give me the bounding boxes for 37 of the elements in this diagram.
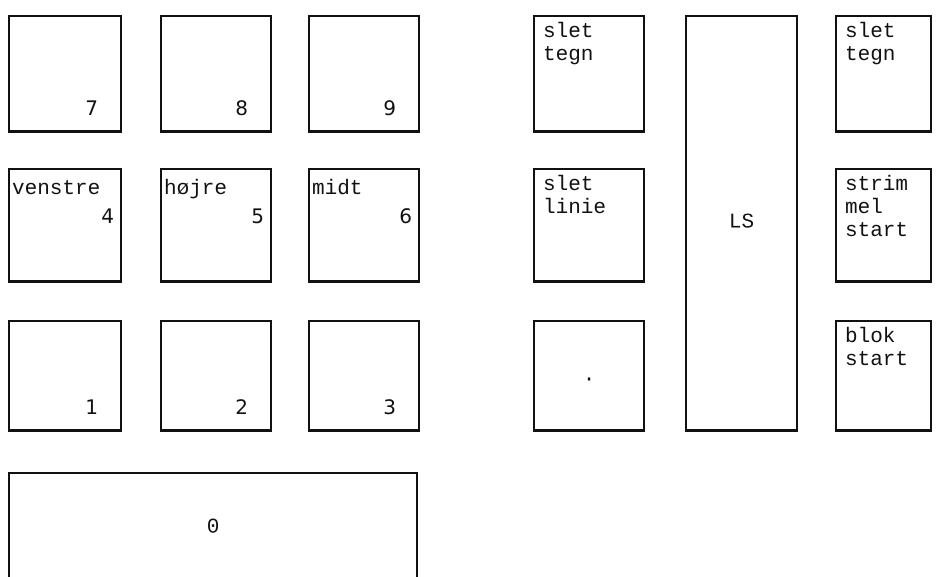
key — [533, 320, 645, 432]
key-number: 8 — [235, 96, 248, 120]
key — [835, 320, 932, 432]
key — [533, 168, 645, 283]
key-number: 9 — [383, 96, 396, 120]
key-label: . — [582, 364, 596, 387]
key — [160, 320, 272, 432]
key — [160, 168, 272, 283]
key-label: midt — [312, 178, 362, 201]
key-label: slet tegn — [845, 21, 896, 67]
key — [835, 15, 932, 133]
key-label: slet tegn — [543, 21, 594, 67]
key-label: venstre — [12, 178, 100, 201]
key-number: 1 — [85, 395, 98, 419]
key-number: 2 — [235, 395, 248, 419]
key-number: 6 — [399, 204, 412, 228]
key — [308, 320, 420, 432]
key-number: 7 — [85, 96, 98, 120]
key — [308, 168, 420, 283]
key-label: 0 — [206, 516, 220, 540]
key — [8, 168, 122, 283]
key — [685, 15, 798, 432]
key — [533, 15, 645, 133]
key-label: højre — [164, 178, 228, 201]
key — [8, 472, 418, 577]
key — [160, 15, 272, 133]
key-number: 3 — [383, 395, 396, 419]
key — [8, 320, 122, 432]
key-label: strim mel start — [845, 174, 910, 243]
key — [308, 15, 420, 133]
key-number: 5 — [251, 204, 264, 228]
key-number: 4 — [101, 204, 114, 228]
key-label: slet linie — [543, 174, 608, 220]
key — [8, 15, 122, 133]
key-label: blok start — [845, 326, 910, 372]
key-label: LS — [728, 212, 754, 234]
key — [835, 168, 932, 283]
